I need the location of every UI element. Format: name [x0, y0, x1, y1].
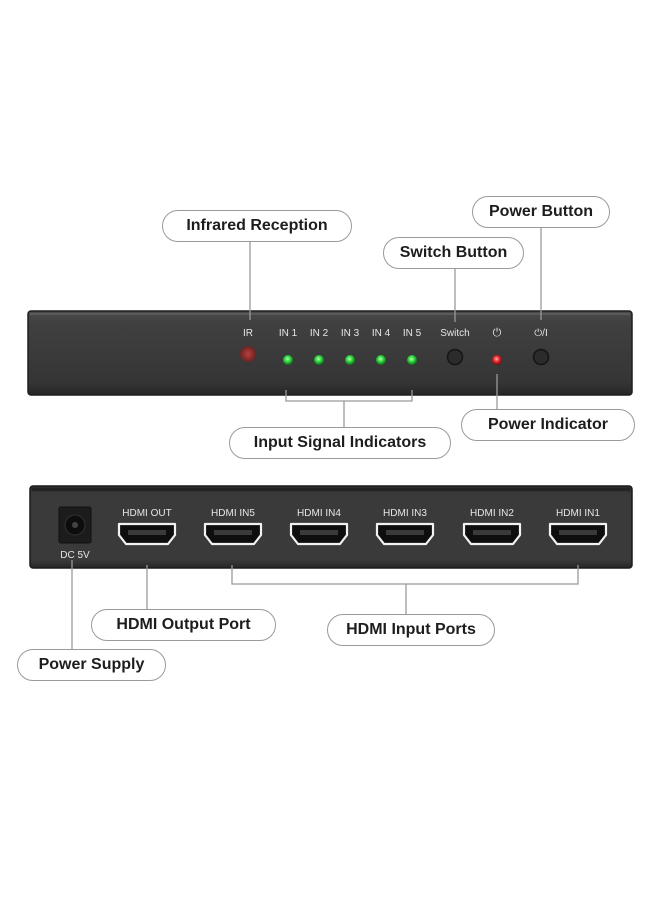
- hdmi-socket-pins: [386, 530, 424, 535]
- input-led-4: [376, 355, 386, 365]
- input-label-5: IN 5: [403, 328, 422, 339]
- hdmi-socket-pins: [559, 530, 597, 535]
- back-connectors: [71, 560, 579, 650]
- input-led-2: [314, 355, 324, 365]
- hdmi-socket-pins: [214, 530, 252, 535]
- input-label-1: IN 1: [279, 328, 298, 339]
- dc-label: DC 5V: [60, 550, 90, 561]
- front-panel-highlight: [30, 313, 630, 315]
- callout-hdmi-output-port: HDMI Output Port: [91, 609, 276, 641]
- input-label-3: IN 3: [341, 328, 360, 339]
- hdmi-out-label: HDMI OUT: [122, 508, 171, 519]
- input-label-4: IN 4: [372, 328, 391, 339]
- hdmi-in1-label: HDMI IN1: [556, 508, 600, 519]
- input-labels: IN 1 IN 2 IN 3 IN 4 IN 5: [279, 328, 422, 339]
- hdmi-in4-label: HDMI IN4: [297, 508, 341, 519]
- hdmi-in3-label: HDMI IN3: [383, 508, 427, 519]
- power-led: [492, 355, 502, 365]
- callout-switch-button: Switch Button: [383, 237, 524, 269]
- hdmi-socket-pins: [473, 530, 511, 535]
- callout-hdmi-input-ports: HDMI Input Ports: [327, 614, 495, 646]
- hdmi-in2-label: HDMI IN2: [470, 508, 514, 519]
- input-leds: [283, 355, 417, 365]
- callout-infrared-reception: Infrared Reception: [162, 210, 352, 242]
- hdmi-in5-port: HDMI IN5: [203, 508, 263, 546]
- hdmi-in1-port: HDMI IN1: [548, 508, 608, 546]
- front-panel: IR IN 1 IN 2 IN 3 IN 4 IN 5 Switch ⏻ ⏻/I: [27, 310, 633, 396]
- dc-jack-pin: [72, 522, 78, 528]
- input-led-5: [407, 355, 417, 365]
- hdmi-out-port: HDMI OUT: [117, 508, 177, 546]
- connector-hdmi-input-bracket: [231, 565, 579, 585]
- hdmi-in5-label: HDMI IN5: [211, 508, 255, 519]
- switch-button[interactable]: [446, 348, 464, 366]
- callout-power-button: Power Button: [472, 196, 610, 228]
- callout-power-indicator: Power Indicator: [461, 409, 635, 441]
- connector-input-bracket: [285, 390, 413, 402]
- front-panel-body: [27, 310, 633, 396]
- switch-label: Switch: [440, 328, 469, 339]
- ir-label: IR: [243, 328, 253, 339]
- callout-power-supply: Power Supply: [17, 649, 166, 681]
- hdmi-in4-port: HDMI IN4: [289, 508, 349, 546]
- hdmi-in2-port: HDMI IN2: [462, 508, 522, 546]
- hdmi-ports: HDMI OUT HDMI IN5 HDMI IN4 HDMI IN3 HDMI IN2…: [117, 508, 608, 546]
- hdmi-socket-pins: [300, 530, 338, 535]
- input-label-2: IN 2: [310, 328, 329, 339]
- power-icon: ⏻: [493, 327, 502, 339]
- hdmi-in3-port: HDMI IN3: [375, 508, 435, 546]
- power-button-icon: ⏻/I: [534, 328, 547, 339]
- input-led-3: [345, 355, 355, 365]
- back-panel-top-edge: [32, 488, 630, 491]
- callout-input-signal-indicators: Input Signal Indicators: [229, 427, 451, 459]
- power-button[interactable]: [532, 348, 550, 366]
- input-led-1: [283, 355, 293, 365]
- front-connectors: [249, 226, 542, 428]
- ir-window: [240, 346, 256, 362]
- hdmi-socket-pins: [128, 530, 166, 535]
